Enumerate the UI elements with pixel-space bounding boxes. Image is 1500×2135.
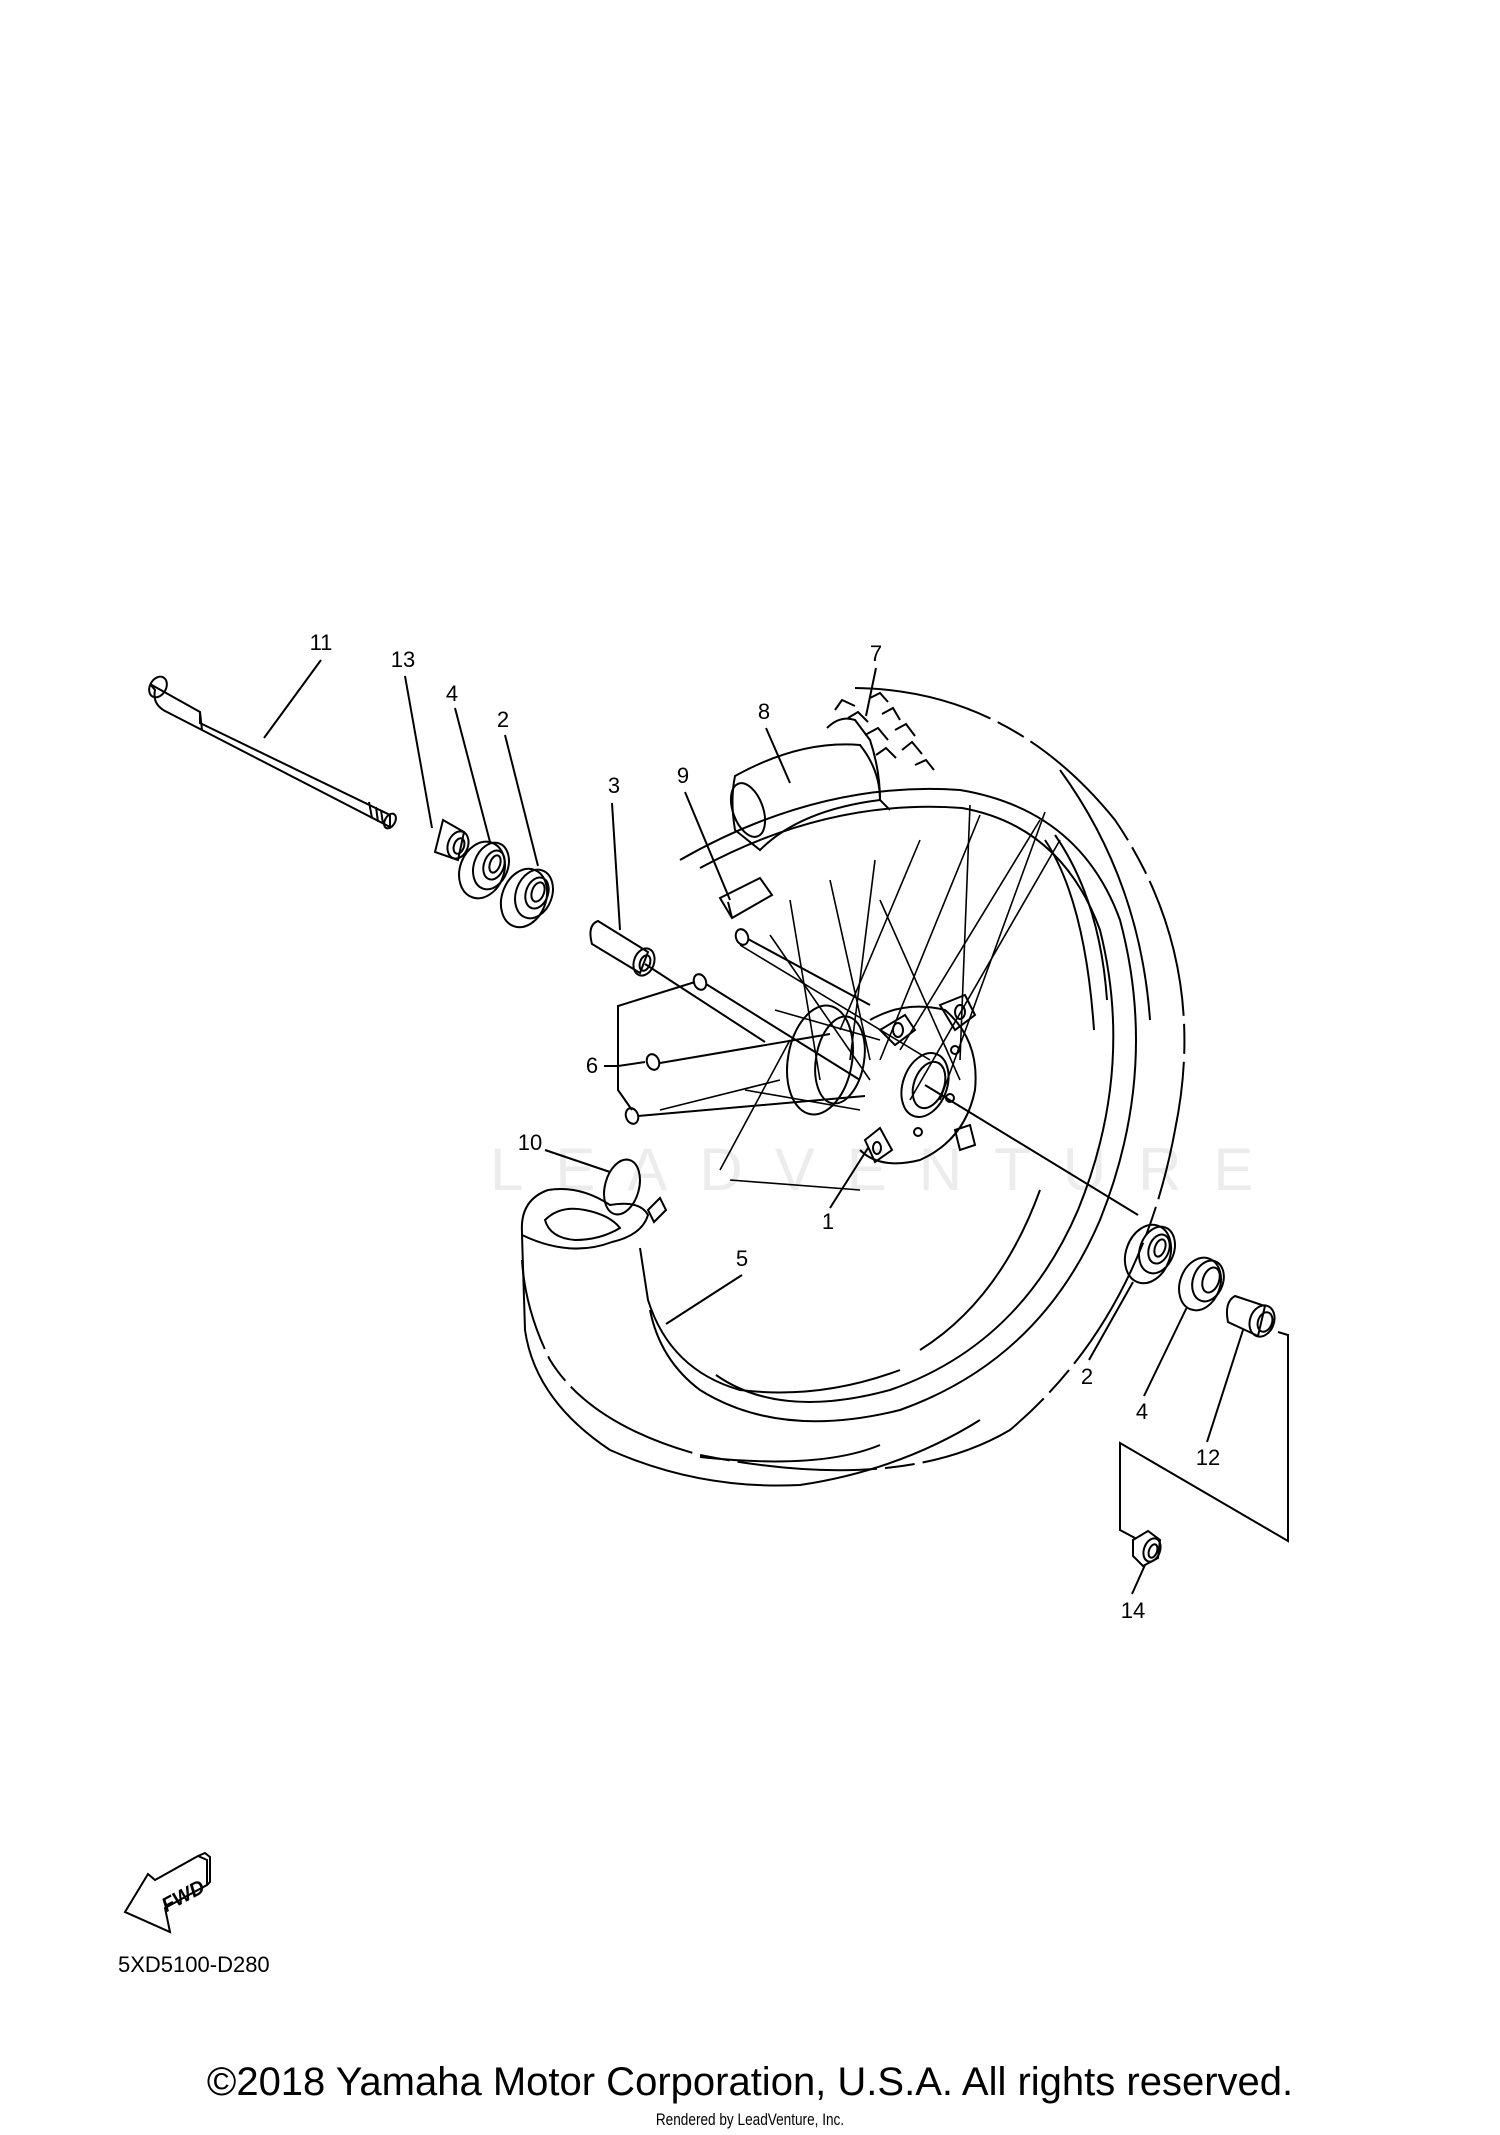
part-bearing-right[interactable] <box>1117 1218 1181 1289</box>
callout-4-right[interactable]: 4 <box>1135 1399 1149 1424</box>
part-valve-cap[interactable] <box>598 1156 666 1222</box>
fwd-arrow-icon: FWD <box>125 1853 210 1932</box>
callout-13[interactable]: 13 <box>390 647 416 672</box>
part-tire[interactable] <box>522 688 1184 1470</box>
part-spoke-nipples[interactable] <box>624 927 870 1125</box>
callout-11[interactable]: 11 <box>309 630 333 655</box>
part-hub[interactable] <box>779 995 976 1163</box>
leader-12 <box>1207 1330 1243 1442</box>
callout-6[interactable]: 6 <box>585 1053 599 1078</box>
leader-6b <box>618 1062 645 1066</box>
callout-2-left[interactable]: 2 <box>496 707 510 732</box>
drawing-code: 5XD5100-D280 <box>118 1952 270 1977</box>
leader-11 <box>264 660 321 738</box>
callout-10[interactable]: 10 <box>517 1130 543 1155</box>
leader-4b <box>1144 1307 1187 1396</box>
leader-5 <box>666 1275 742 1324</box>
leader-2b <box>1089 1282 1133 1360</box>
part-tube[interactable] <box>522 1189 980 1486</box>
callout-3[interactable]: 3 <box>607 773 621 798</box>
callout-4-left[interactable]: 4 <box>445 681 459 706</box>
spokes <box>660 805 1060 1190</box>
leader-2a <box>505 735 538 866</box>
copyright-notice: ©2018 Yamaha Motor Corporation, U.S.A. A… <box>206 2060 1294 2104</box>
part-spacer[interactable] <box>590 921 658 979</box>
leader-9 <box>685 792 730 900</box>
part-collar-12[interactable] <box>1227 1296 1279 1340</box>
leader-14 <box>1132 1565 1145 1594</box>
part-bearing-left[interactable] <box>493 862 559 933</box>
part-oil-seal-right[interactable] <box>1172 1252 1229 1316</box>
leadventure-watermark: LEADVENTURE <box>490 1136 1286 1203</box>
alt-part-bracket <box>1120 1332 1288 1541</box>
leader-13 <box>405 676 432 828</box>
leader-8 <box>766 728 790 783</box>
part-rim-lock[interactable] <box>720 878 772 918</box>
leader-10 <box>545 1150 610 1172</box>
callout-14[interactable]: 14 <box>1120 1598 1146 1623</box>
part-oil-seal-left[interactable] <box>451 835 515 905</box>
rendered-by-notice: Rendered by LeadVenture, Inc. <box>655 2110 845 2129</box>
callout-2-right[interactable]: 2 <box>1080 1364 1094 1389</box>
part-rim[interactable] <box>650 789 1136 1421</box>
leader-7 <box>866 668 876 716</box>
part-collar-13[interactable] <box>435 820 472 862</box>
leader-3 <box>612 803 620 930</box>
callout-12[interactable]: 12 <box>1195 1445 1221 1470</box>
part-axle[interactable] <box>146 673 399 830</box>
leader-4a <box>455 708 490 842</box>
part-nut[interactable] <box>1133 1531 1164 1566</box>
callout-1[interactable]: 1 <box>821 1209 835 1234</box>
leader-6-bracket <box>618 982 695 1110</box>
callout-5[interactable]: 5 <box>735 1246 749 1271</box>
axle-center-line-right <box>925 1085 1138 1215</box>
axle-center-line <box>645 964 765 1042</box>
callout-9[interactable]: 9 <box>676 763 690 788</box>
callout-7[interactable]: 7 <box>869 641 883 666</box>
part-rim-band[interactable] <box>724 744 880 850</box>
callout-8[interactable]: 8 <box>757 699 771 724</box>
leader-1 <box>830 1148 868 1208</box>
